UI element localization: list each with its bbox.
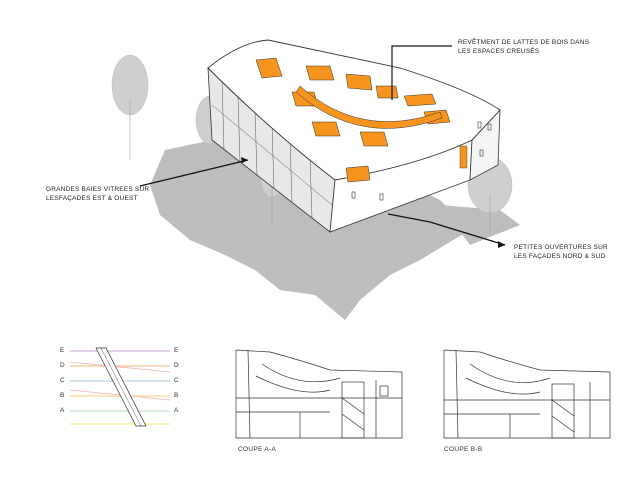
- annotation-roof-line1: REVÊTMENT DE LATTES DE BOIS DANS: [458, 39, 590, 46]
- level-label-right: D: [174, 362, 179, 369]
- annotation-roof-line2: LES ESPACES CREUSÉS: [458, 47, 540, 55]
- door-orange: [459, 145, 468, 169]
- caption-section-a: COUPE A-A: [238, 446, 277, 453]
- level-label-right: C: [174, 377, 179, 384]
- level-label-right: A: [174, 407, 179, 414]
- level-diagram: [69, 347, 171, 427]
- leader-right: [387, 213, 506, 246]
- annotation-north-line2: LES FAÇADES NORD & SUD: [514, 252, 606, 260]
- annotation-west: GRANDES BAIES VITREES SUR LESFAÇADES EST…: [46, 186, 149, 203]
- level-label-left: B: [60, 392, 65, 399]
- annotation-roof: REVÊTMENT DE LATTES DE BOIS DANS LES ESP…: [458, 39, 589, 56]
- level-label-left: D: [60, 362, 65, 369]
- annotation-west-line1: GRANDES BAIES VITREES SUR: [46, 186, 150, 193]
- level-label-left: E: [60, 347, 65, 354]
- level-label-right: E: [174, 347, 179, 354]
- level-label-right: B: [174, 392, 179, 399]
- leader-top: [391, 45, 452, 100]
- section-a: [235, 349, 403, 439]
- annotation-north-line1: PETITES OUVERTURES SUR: [514, 244, 608, 251]
- caption-section-b: COUPE B-B: [444, 446, 483, 453]
- ground-shadow-right: [440, 205, 520, 245]
- leader-left: [139, 159, 249, 187]
- tree-left: [111, 54, 149, 160]
- annotation-north: PETITES OUVERTURES SUR LES FAÇADES NORD …: [514, 244, 608, 261]
- level-label-left: A: [60, 407, 65, 414]
- level-label-left: C: [60, 377, 65, 384]
- section-b: [443, 349, 611, 439]
- small-openings: [351, 121, 492, 201]
- annotation-west-line2: LESFAÇADES EST & OUEST: [46, 194, 138, 202]
- curved-slot: [295, 85, 443, 129]
